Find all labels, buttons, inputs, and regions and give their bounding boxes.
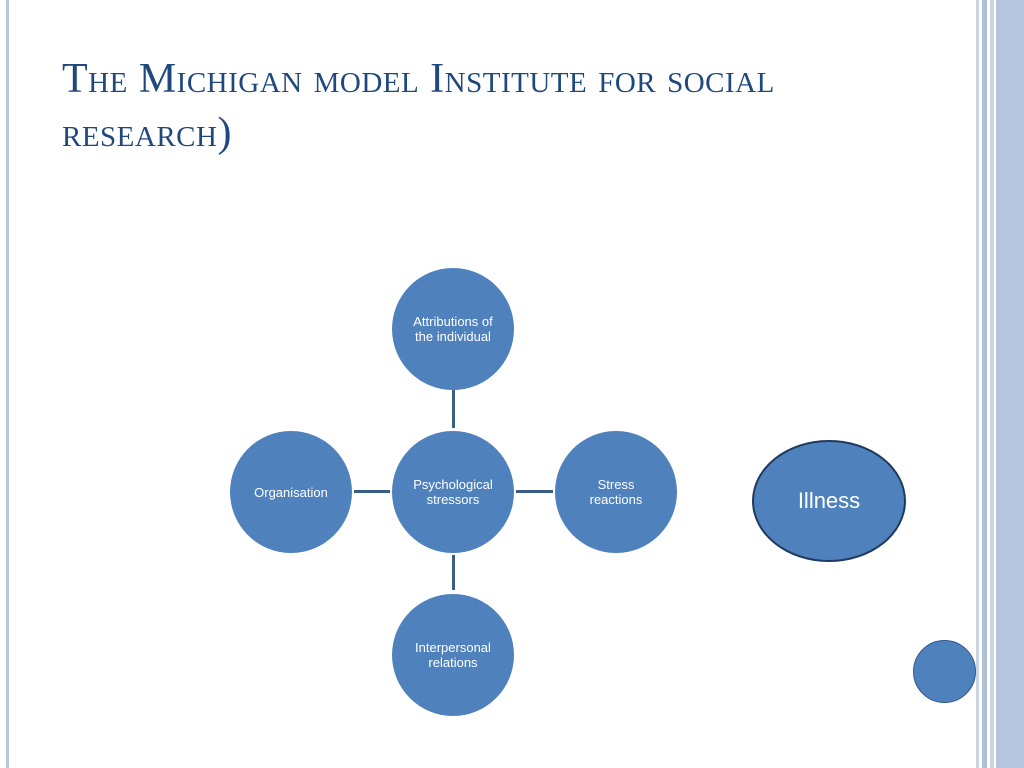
connector-top <box>452 390 455 428</box>
node-psychological-stressors: Psychological stressors <box>392 431 514 553</box>
node-illness: Illness <box>752 440 906 562</box>
slide-title: The Michigan model Institute for social … <box>62 56 775 156</box>
right-decorative-stripes <box>976 0 1024 768</box>
node-interpersonal-relations: Interpersonal relations <box>392 594 514 716</box>
node-organisation: Organisation <box>230 431 352 553</box>
connector-bottom <box>452 555 455 590</box>
node-attributions: Attributions of the individual <box>392 268 514 390</box>
node-attributions-label: Attributions of the individual <box>413 314 493 344</box>
node-organisation-label: Organisation <box>254 484 328 500</box>
decorative-corner-circle <box>913 640 976 703</box>
node-center-label: Psychological stressors <box>413 477 493 507</box>
node-illness-label: Illness <box>797 488 861 513</box>
left-border-rule <box>6 0 9 768</box>
node-stress-reactions: Stress reactions <box>555 431 677 553</box>
connector-right <box>516 490 553 493</box>
node-stress-reactions-label: Stress reactions <box>589 477 643 507</box>
node-interpersonal-label: Interpersonal relations <box>415 640 491 670</box>
connector-left <box>354 490 390 493</box>
